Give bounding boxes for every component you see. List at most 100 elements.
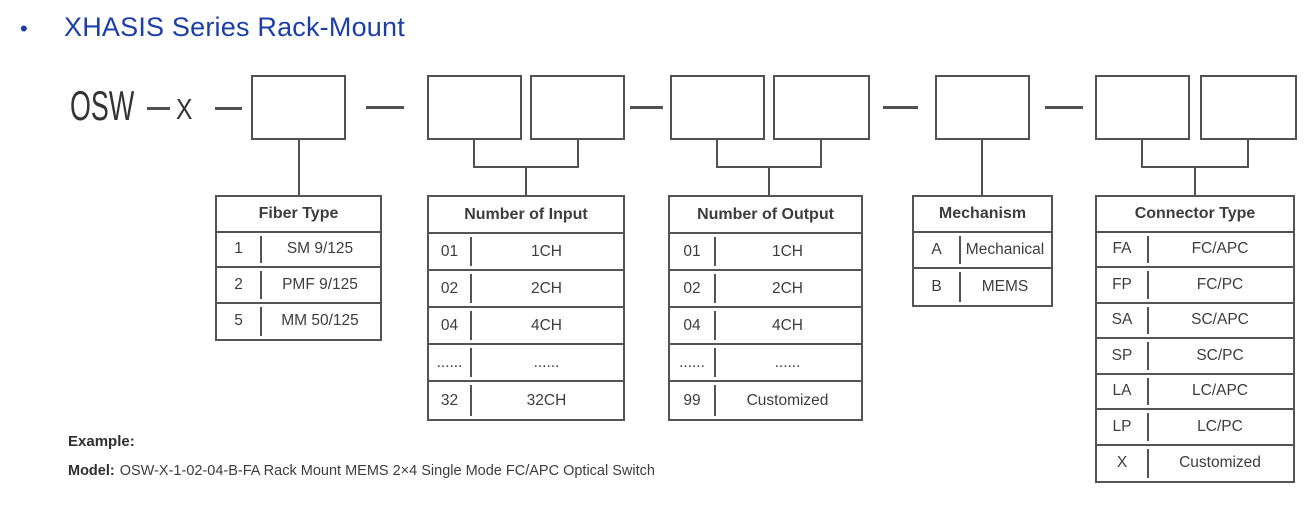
column-divider: [470, 348, 472, 377]
column-divider: [260, 306, 262, 336]
connector-line-connector-right: [1247, 140, 1249, 168]
connector-line-mechanism: [981, 140, 983, 196]
code-cell: 32: [440, 391, 459, 409]
value-cell: FC/APC: [1191, 240, 1249, 258]
column-divider: [1147, 271, 1149, 299]
table-row: 01 1CH: [670, 234, 861, 271]
code-box-mechanism: [935, 75, 1030, 140]
example-label: Example:: [68, 433, 135, 450]
value-cell: Customized: [746, 391, 829, 409]
dash-separator: [215, 107, 242, 110]
code-cell: 01: [683, 242, 701, 260]
value-cell: 2CH: [771, 279, 803, 297]
connector-line-input-left: [473, 140, 475, 168]
dash-separator: [366, 106, 404, 109]
code-cell: 2: [234, 275, 243, 293]
column-divider: [1147, 342, 1149, 370]
code-cell: SA: [1111, 311, 1133, 329]
connector-line-connector-drop: [1194, 166, 1196, 196]
connector-line-fiber: [298, 140, 300, 196]
code-cell: FP: [1112, 275, 1132, 293]
code-cell: 99: [683, 391, 701, 409]
dash-separator: [1045, 106, 1083, 109]
column-divider: [470, 385, 472, 416]
table-row: LA LC/APC: [1097, 375, 1293, 410]
table-row: SA SC/APC: [1097, 304, 1293, 339]
table-row: 32 32CH: [429, 382, 623, 419]
code-cell: SP: [1111, 346, 1133, 364]
table-row: FA FC/APC: [1097, 233, 1293, 268]
code-cell: X: [1116, 454, 1128, 472]
bullet-icon: •: [20, 16, 28, 41]
value-cell: SM 9/125: [286, 240, 354, 258]
code-cell: LA: [1112, 382, 1132, 400]
fiber-type-table: Fiber Type 1 SM 9/125 2 PMF 9/125 5 MM 5…: [215, 195, 382, 341]
table-header: Number of Input: [429, 197, 623, 234]
model-prefix-text: OSW: [70, 82, 135, 129]
code-box-output-digit-2: [773, 75, 870, 140]
value-cell: 1CH: [771, 242, 803, 260]
number-of-output-table: Number of Output 01 1CH 02 2CH 04 4CH ..…: [668, 195, 863, 421]
code-box-input-digit-2: [530, 75, 625, 140]
table-row: 02 2CH: [670, 271, 861, 308]
table-row: B MEMS: [914, 269, 1051, 305]
table-row: 01 1CH: [429, 234, 623, 271]
code-cell: ......: [679, 353, 705, 371]
code-cell: 01: [440, 242, 459, 260]
column-divider: [1147, 377, 1149, 405]
code-cell: 1: [234, 240, 243, 258]
code-cell: FA: [1112, 240, 1132, 258]
column-divider: [714, 274, 716, 303]
code-box-connector-digit-1: [1095, 75, 1190, 140]
model-series-text: X: [176, 94, 193, 126]
column-divider: [470, 237, 472, 266]
column-divider: [714, 348, 716, 377]
column-divider: [714, 385, 716, 416]
table-header: Fiber Type: [217, 197, 380, 233]
table-row: 04 4CH: [670, 308, 861, 345]
column-divider: [1147, 235, 1149, 263]
code-box-connector-digit-2: [1200, 75, 1297, 140]
table-row: SP SC/PC: [1097, 339, 1293, 375]
section-title: XHASIS Series Rack-Mount: [64, 12, 405, 42]
column-divider: [959, 236, 961, 264]
table-row: X Customized: [1097, 446, 1293, 482]
code-box-fiber-type: [251, 75, 346, 140]
connector-line-input-right: [577, 140, 579, 168]
table-row: A Mechanical: [914, 233, 1051, 269]
mechanism-table: Mechanism A Mechanical B MEMS: [912, 195, 1053, 307]
connector-line-output-left: [716, 140, 718, 168]
value-cell: ......: [774, 353, 801, 371]
value-cell: 4CH: [771, 316, 803, 334]
code-cell: 02: [683, 279, 701, 297]
table-row: 2 PMF 9/125: [217, 268, 380, 304]
table-header: Connector Type: [1097, 197, 1293, 233]
value-cell: MEMS: [981, 278, 1029, 295]
value-cell: Customized: [1179, 454, 1261, 472]
column-divider: [1147, 413, 1149, 441]
value-cell: LC/PC: [1197, 417, 1243, 435]
code-cell: B: [931, 278, 942, 295]
value-cell: LC/APC: [1192, 382, 1248, 400]
value-cell: PMF 9/125: [282, 275, 358, 293]
table-header: Number of Output: [670, 197, 861, 234]
value-cell: MM 50/125: [281, 312, 359, 330]
code-cell: LP: [1112, 417, 1132, 435]
model-label: Model:: [68, 463, 115, 479]
code-cell: 04: [683, 316, 701, 334]
column-divider: [959, 272, 961, 302]
dash-separator: [883, 106, 918, 109]
column-divider: [260, 235, 262, 263]
connector-type-table: Connector Type FA FC/APC FP FC/PC SA SC/…: [1095, 195, 1295, 483]
value-cell: SC/APC: [1191, 311, 1249, 329]
column-divider: [1147, 448, 1149, 478]
value-cell: Mechanical: [965, 241, 1045, 258]
table-header: Mechanism: [914, 197, 1051, 233]
column-divider: [714, 237, 716, 266]
dash-separator: [147, 107, 170, 110]
code-cell: 5: [234, 312, 243, 330]
table-row: 5 MM 50/125: [217, 304, 380, 340]
table-row: ...... ......: [429, 345, 623, 382]
value-cell: FC/PC: [1196, 275, 1244, 293]
